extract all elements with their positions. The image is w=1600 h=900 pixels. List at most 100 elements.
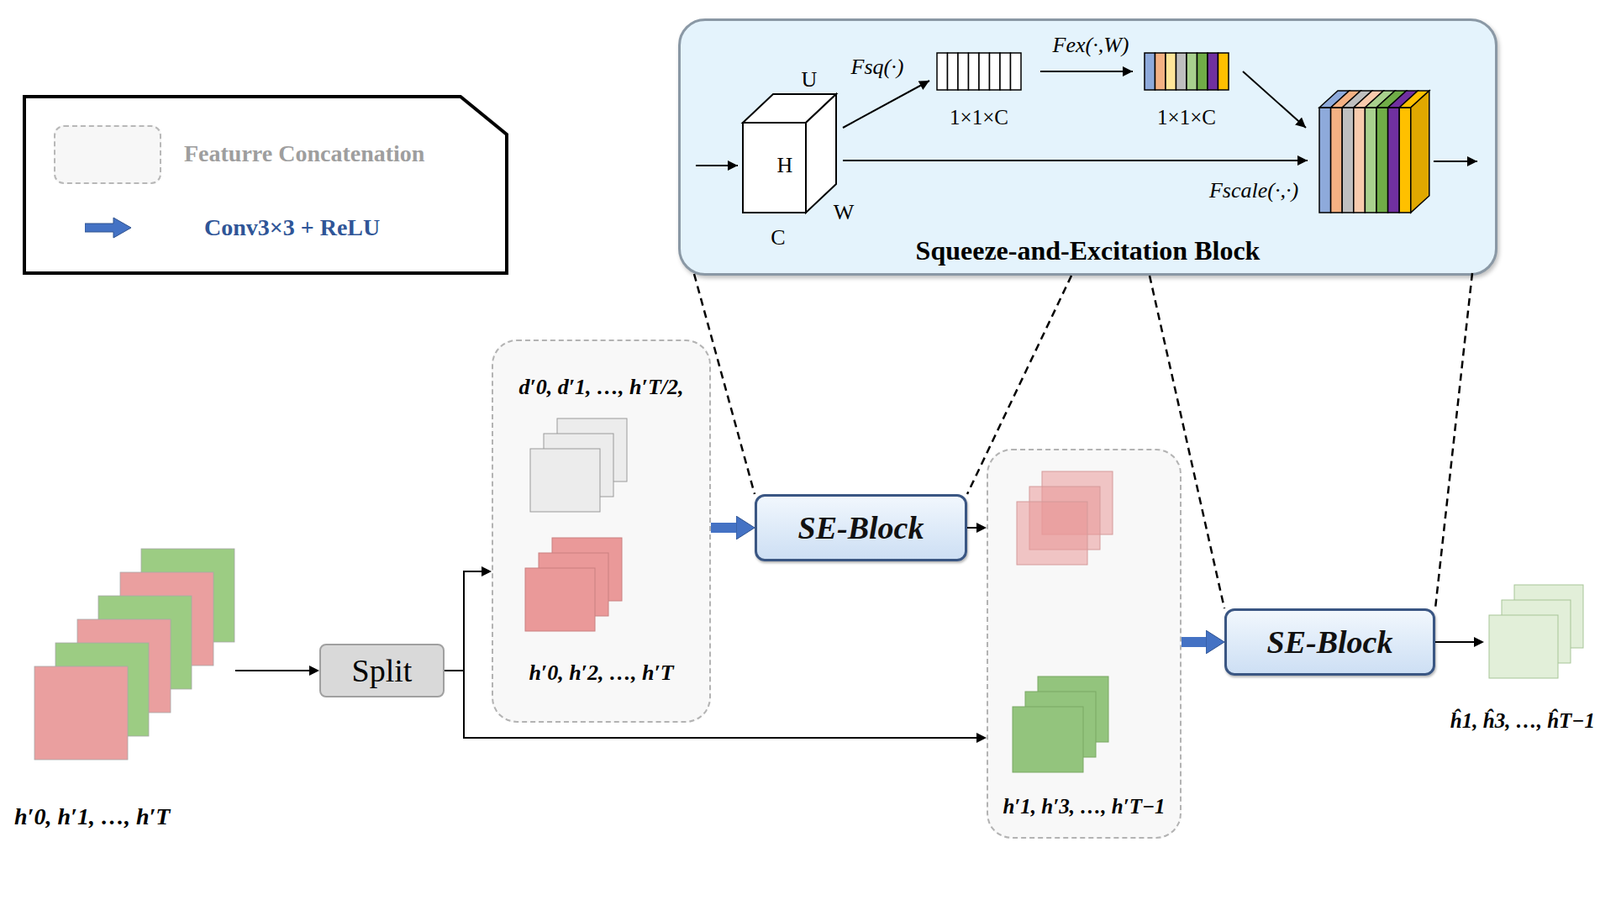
axis-label: U xyxy=(801,67,818,92)
blue-arrow-sample xyxy=(84,216,132,239)
se-illustration-part xyxy=(1242,71,1306,128)
refined-feature-stack xyxy=(1016,471,1113,565)
dimension-label: 1×1×C xyxy=(1157,105,1216,129)
scaled-cube-part xyxy=(1388,107,1400,213)
operator-label: Fsq(·) xyxy=(851,54,905,79)
odd-feature-stack xyxy=(1012,676,1109,773)
connectors xyxy=(235,273,1474,738)
concat-grey-stack xyxy=(530,418,627,512)
excitation-vector-part xyxy=(1207,52,1219,90)
squeeze-vector-part xyxy=(1010,52,1022,90)
input-feature-stack xyxy=(34,548,235,760)
flow-arrow xyxy=(967,526,977,529)
scaled-cube-part xyxy=(1376,107,1389,213)
flow-arrow xyxy=(444,571,482,671)
excitation-vector-part xyxy=(1144,52,1156,90)
flow-arrow xyxy=(1435,641,1474,643)
box-label: Split xyxy=(352,652,413,690)
odd-feature-stack-part xyxy=(1012,706,1084,773)
se-illustration xyxy=(695,52,1478,213)
label-holder: 1×1×C xyxy=(1157,105,1216,130)
stack-label: ĥ1, ĥ3, …, ĥT−1 xyxy=(1450,709,1595,733)
operator-label: Fex(·,W) xyxy=(1052,32,1130,58)
excitation-vector-part xyxy=(1197,52,1209,90)
excitation-vector-part xyxy=(1186,52,1198,90)
stack-label: h′0, h′1, …, h′T xyxy=(14,803,170,831)
legend-holder: Conv3×3 + ReLU xyxy=(204,214,380,242)
box-label: SE-Block xyxy=(798,509,925,547)
scaled-cube-part xyxy=(1353,107,1366,213)
excitation-vector-part xyxy=(1218,52,1230,90)
squeeze-vector-part xyxy=(947,52,959,90)
operator-label: Fscale(·,·) xyxy=(1209,178,1299,203)
feature-cube xyxy=(742,94,837,213)
scaled-cube-part xyxy=(1342,107,1354,213)
even-feature-stack-part xyxy=(525,568,595,632)
scaled-cube xyxy=(1319,90,1430,213)
split-box: Split xyxy=(319,643,445,698)
excitation-vector-part xyxy=(1165,52,1177,90)
axis-label: H xyxy=(777,152,794,178)
stack-label: h′0, h′2, …, h′T xyxy=(528,660,674,686)
conv-arrow xyxy=(1181,636,1206,648)
feature-cube-part xyxy=(805,94,837,213)
blue-arrow-sample xyxy=(84,217,132,238)
label-holder: Fex(·,W) xyxy=(1052,33,1130,58)
flow-arrow xyxy=(235,669,310,672)
feature-cube-part xyxy=(742,122,806,213)
label-holder: H xyxy=(777,153,794,179)
output-feature-stack-part xyxy=(1489,615,1558,679)
conv-arrow xyxy=(710,522,737,533)
legend-swatch xyxy=(84,216,132,239)
squeeze-vector-part xyxy=(968,52,980,90)
label-holder: C xyxy=(770,226,785,251)
squeeze-vector-part xyxy=(957,52,969,90)
legend-swatch xyxy=(53,125,162,185)
excitation-vector-part xyxy=(1176,52,1188,90)
se-illustration-part xyxy=(695,164,738,167)
stack-label: h′1, h′3, …, h′T−1 xyxy=(1002,794,1165,819)
squeeze-vector-part xyxy=(936,52,948,90)
label-holder: Fscale(·,·) xyxy=(1209,178,1299,204)
squeeze-vector-part xyxy=(1000,52,1011,90)
concat-grey-stack-part xyxy=(530,448,600,512)
legend-text: Conv3×3 + ReLU xyxy=(204,214,380,241)
scaled-cube-part xyxy=(1364,107,1377,213)
panel-title: Squeeze-and-Excitation Block xyxy=(915,235,1261,267)
scaled-cube-part xyxy=(1331,107,1343,213)
excitation-vector-part xyxy=(1155,52,1167,90)
refined-feature-stack-part xyxy=(1016,501,1088,565)
even-feature-stack xyxy=(525,537,622,632)
scaled-cube-part xyxy=(1410,90,1430,213)
legend-holder: Featurre Concatenation xyxy=(184,140,425,168)
se-block: SE-Block xyxy=(1224,608,1436,676)
scaled-cube-part xyxy=(1319,107,1332,213)
zoom-line xyxy=(1149,273,1473,609)
stack-label: d′0, d′1, …, h′T/2, xyxy=(518,374,684,400)
se-illustration-part xyxy=(1433,160,1478,163)
legend-text: Featurre Concatenation xyxy=(184,140,425,167)
se-block: SE-Block xyxy=(754,494,968,562)
scaled-cube-part xyxy=(1399,107,1411,213)
legend-frame-part xyxy=(24,96,507,274)
concat-group: d′0, d′1, …, h′T/2, h′0, h′2, …, h′T xyxy=(491,339,711,723)
label-holder: W xyxy=(833,200,855,226)
label-holder: Fsq(·) xyxy=(851,55,905,80)
dimension-label: 1×1×C xyxy=(949,105,1009,129)
input-feature-stack-part xyxy=(34,666,128,760)
box-label: SE-Block xyxy=(1267,623,1394,661)
se-illustration-part xyxy=(1040,70,1133,73)
axis-label: W xyxy=(833,200,855,225)
squeeze-vector xyxy=(936,52,1022,90)
flow-arrow xyxy=(444,670,977,738)
axis-label: C xyxy=(770,225,785,250)
output-feature-stack xyxy=(1489,584,1584,679)
legend-frame xyxy=(24,96,507,274)
label-holder: U xyxy=(801,68,818,93)
se-illustration-part xyxy=(842,80,930,128)
label-holder: 1×1×C xyxy=(949,105,1009,130)
squeeze-vector-part xyxy=(989,52,1001,90)
zoom-line xyxy=(694,273,1072,495)
